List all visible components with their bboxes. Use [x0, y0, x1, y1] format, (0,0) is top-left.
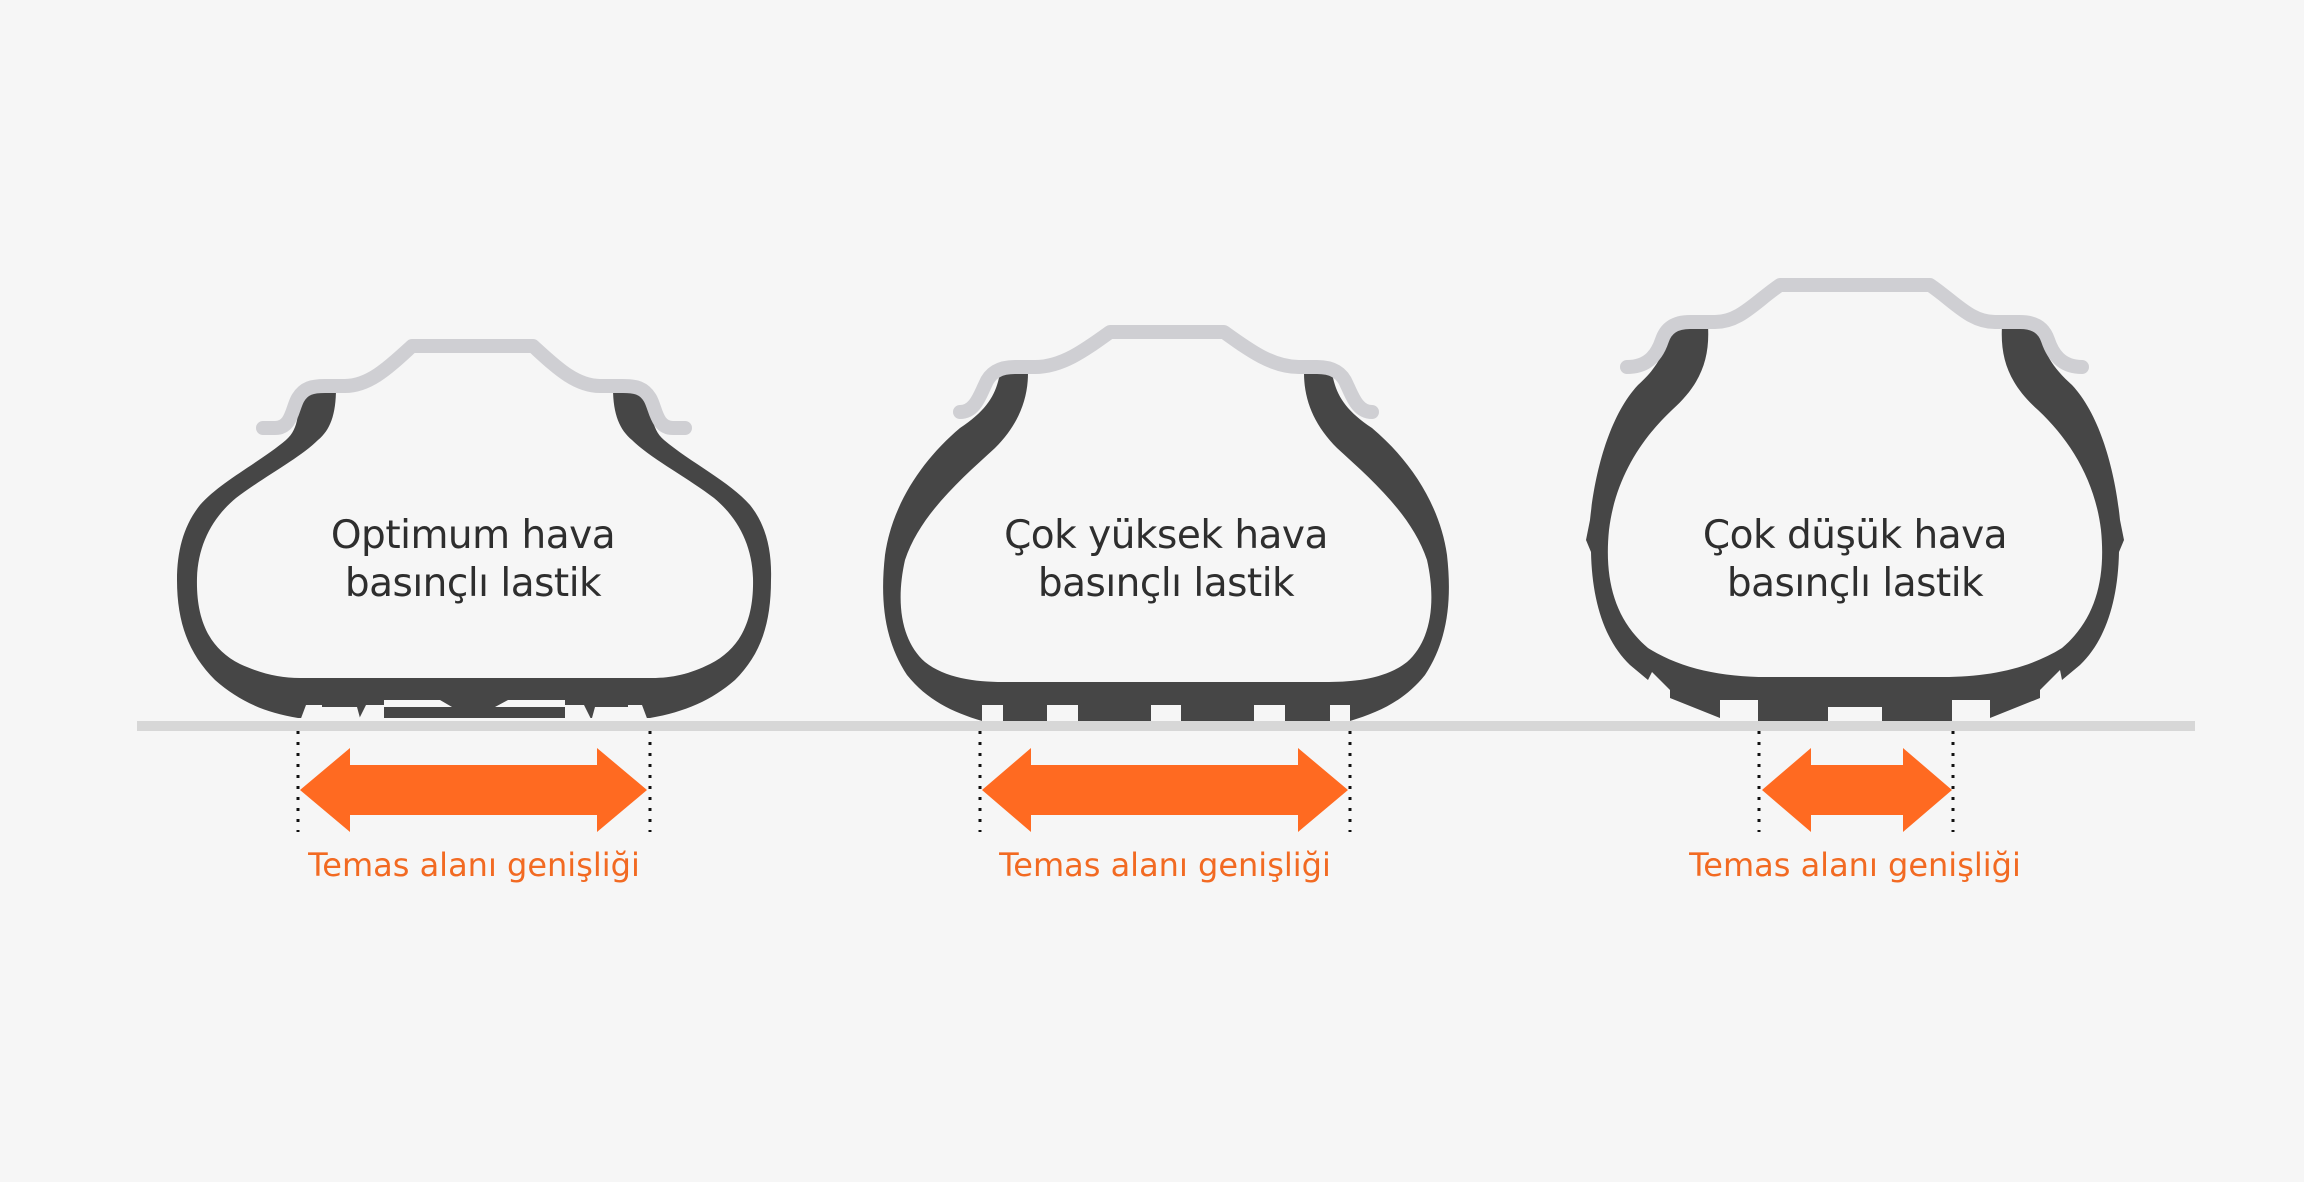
- tread-groove: [1151, 705, 1181, 721]
- tread-groove: [300, 705, 322, 721]
- tire-title-line2: basınçlı lastik: [1726, 561, 1984, 606]
- tire-title-line2: basınçlı lastik: [344, 561, 602, 606]
- contact-width-label-too-high: Temas alanı genişliği: [999, 846, 1331, 884]
- tread-groove: [565, 705, 592, 721]
- tire-title-line1: Optimum hava: [330, 513, 616, 558]
- contact-width-too-high: [978, 731, 1352, 832]
- double-arrow-icon: [982, 748, 1348, 832]
- contact-width-label-optimum: Temas alanı genişliği: [308, 846, 640, 884]
- tread-groove: [495, 700, 565, 707]
- contact-width-too-low: [1757, 731, 1955, 832]
- tread-groove: [982, 705, 1003, 721]
- tire-title-line1: Çok düşük hava: [1702, 513, 2008, 558]
- contact-width-optimum: [296, 731, 652, 832]
- tread-groove: [1330, 705, 1350, 721]
- tread-groove: [1047, 705, 1078, 721]
- tire-title-too-high: Çok yüksek hava basınçlı lastik: [956, 512, 1376, 608]
- tire-title-line1: Çok yüksek hava: [1004, 513, 1328, 558]
- tire-optimum-graphic: [177, 339, 772, 721]
- tire-title-optimum: Optimum hava basınçlı lastik: [263, 512, 683, 608]
- wheel-rim-icon: [256, 339, 692, 435]
- tire-cross-section-icon: [883, 373, 1449, 721]
- tread-groove: [1254, 705, 1285, 721]
- tread-groove: [628, 705, 648, 721]
- tread-groove: [358, 705, 384, 721]
- tire-too-low-graphic: [1586, 278, 2124, 721]
- wheel-rim-icon: [953, 325, 1379, 419]
- wheel-rim-icon: [1620, 278, 2089, 374]
- double-arrow-icon: [300, 748, 647, 832]
- tire-cross-section-icon: [177, 388, 772, 718]
- contact-width-label-too-low: Temas alanı genişliği: [1689, 846, 2021, 884]
- tire-title-line2: basınçlı lastik: [1037, 561, 1295, 606]
- double-arrow-icon: [1762, 748, 1952, 832]
- tire-too-high-graphic: [883, 325, 1449, 721]
- tire-title-too-low: Çok düşük hava basınçlı lastik: [1645, 512, 2065, 608]
- tread-groove: [384, 700, 452, 707]
- ground-line: [137, 721, 2195, 731]
